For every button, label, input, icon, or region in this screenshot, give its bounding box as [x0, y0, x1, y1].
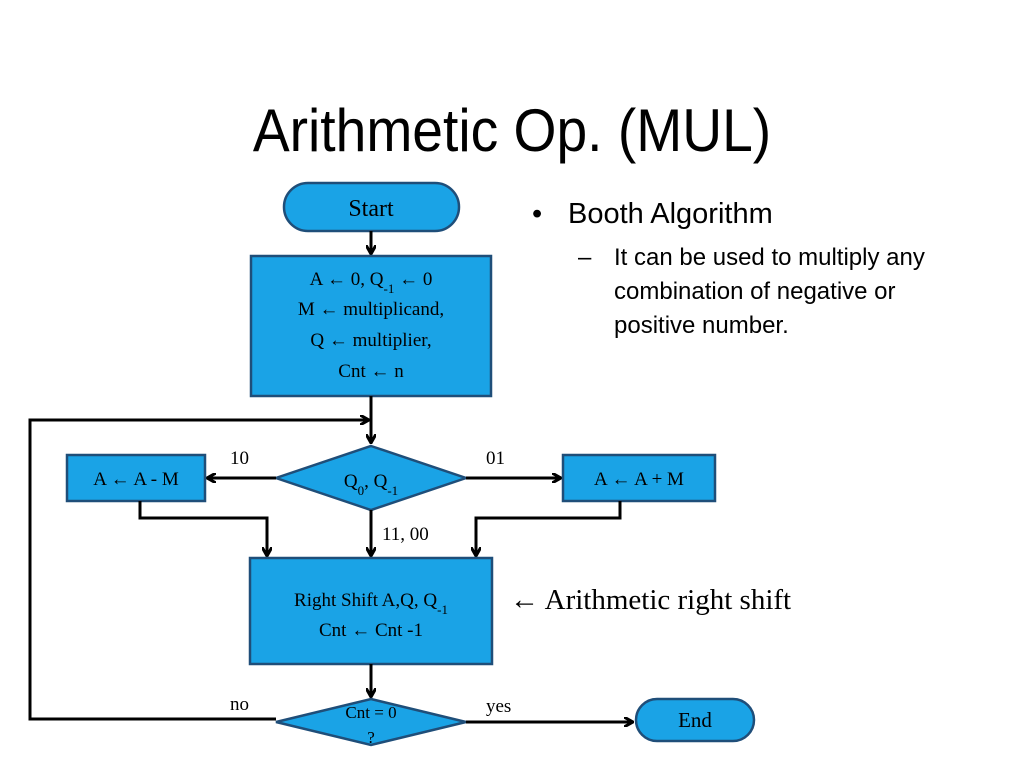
label-1100: 11, 00	[382, 524, 429, 545]
add-label: A ← A + M	[594, 469, 684, 490]
sub-bullet-marker: –	[578, 244, 592, 271]
subtract-label: A ← A - M	[93, 469, 179, 490]
add-box	[561, 453, 717, 503]
label-no: no	[230, 694, 249, 715]
subtract-box	[65, 453, 207, 503]
init-line-2: M ← multiplicand,	[298, 299, 444, 320]
shift-box	[248, 556, 494, 666]
slide-title: Arithmetic Op. (MUL)	[252, 97, 772, 164]
label-10: 10	[230, 448, 249, 469]
arrow-sub-shift	[138, 501, 267, 555]
bullet-marker: •	[532, 198, 543, 230]
decision-cnt-diamond	[275, 697, 467, 747]
start-label: Start	[348, 196, 394, 222]
init-line-4: Cnt ← n	[338, 361, 404, 382]
end-terminator	[634, 697, 756, 743]
init-line-1: A ← 0, Q-1 ← 0	[310, 269, 433, 296]
end-label: End	[678, 708, 712, 732]
label-01: 01	[486, 448, 505, 469]
shift-line-1: Right Shift A,Q, Q-1	[294, 590, 448, 617]
bullet-main: • Booth Algorithm	[532, 198, 1002, 231]
init-line-3: Q ← multiplier,	[310, 330, 431, 351]
shift-line-2: Cnt ← Cnt -1	[319, 620, 423, 641]
label-yes: yes	[486, 696, 511, 717]
bullet-list: • Booth Algorithm – It can be used to mu…	[532, 198, 1002, 343]
arrow-add-shift	[476, 501, 622, 555]
arithmetic-right-shift-note: ← Arithmetic right shift	[510, 584, 792, 616]
bullet-sub-text: It can be used to multiply any combinati…	[614, 244, 925, 339]
bullet-sub: – It can be used to multiply any combina…	[578, 241, 1002, 343]
bullet-main-text: Booth Algorithm	[568, 198, 773, 230]
decision-q-label: Q0, Q-1	[344, 471, 398, 498]
decision-cnt-line-1: Cnt = 0	[345, 703, 396, 722]
loop-back-line	[28, 420, 368, 721]
decision-cnt-line-2: ?	[367, 728, 375, 747]
